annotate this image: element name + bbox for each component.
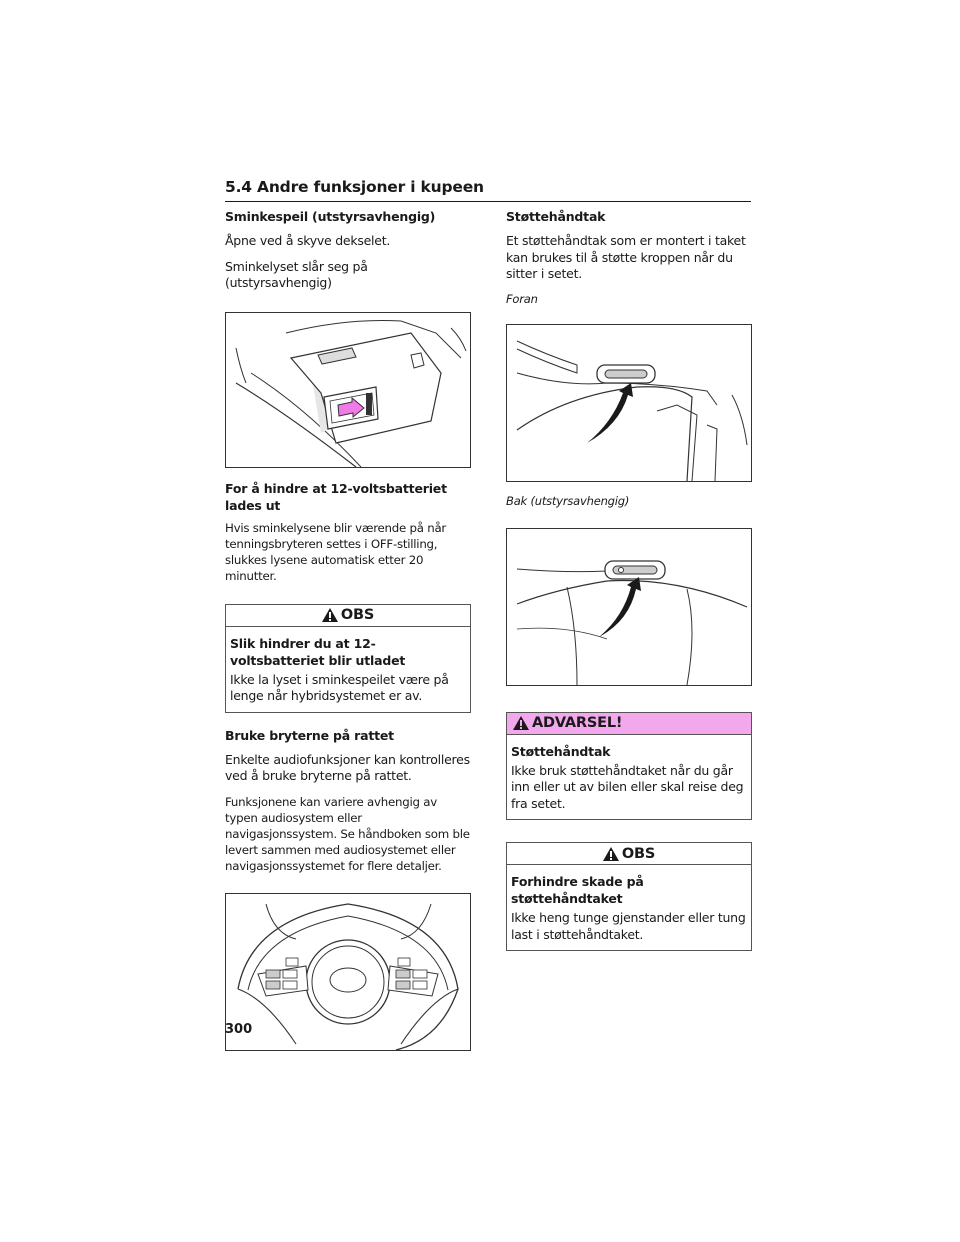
steering-heading: Bruke bryterne på rattet bbox=[225, 727, 394, 743]
warning-triangle-icon bbox=[321, 608, 338, 622]
obs-box-left-text: Ikke la lyset i sminkespeilet være på le… bbox=[230, 671, 449, 704]
steering-paragraph-2: Funksjonene kan variere avhengig av type… bbox=[225, 794, 470, 873]
section-rule bbox=[225, 201, 751, 202]
page-number: 300 bbox=[225, 1022, 253, 1037]
obs-box-right-body: Forhindre skade på støttehåndtaket Ikke … bbox=[507, 865, 751, 950]
warning-triangle-icon bbox=[602, 846, 619, 861]
warning-triangle-icon bbox=[513, 716, 529, 730]
vanity-paragraph-2: Sminkelyset slår seg på (utstyrsavhengig… bbox=[225, 258, 368, 291]
battery-paragraph: Hvis sminkelysene blir værende på når te… bbox=[225, 520, 447, 583]
steering-paragraph-1: Enkelte audiofunksjoner kan kontrolleres… bbox=[225, 751, 470, 784]
battery-heading: For å hindre at 12-voltsbatteriet lades … bbox=[225, 480, 447, 513]
warning-box-header: ADVARSEL! bbox=[507, 712, 751, 735]
obs-box-left-body: Slik hindrer du at 12-voltsbatteriet bli… bbox=[226, 627, 470, 712]
caption-rear: Bak (utstyrsavhengig) bbox=[506, 493, 630, 508]
obs-box-left-heading: Slik hindrer du at 12-voltsbatteriet bli… bbox=[230, 635, 406, 668]
obs-box-right-header: OBS bbox=[507, 843, 751, 865]
rear-grip-illustration bbox=[516, 559, 748, 685]
warning-box-text: Ikke bruk støttehåndtaket når du går inn… bbox=[511, 762, 744, 811]
obs-box-left-header: OBS bbox=[226, 605, 470, 627]
left-column: Sminkespeil (utstyrsavhengig) Åpne ved å… bbox=[225, 208, 471, 1063]
rear-grip-figure bbox=[506, 527, 752, 686]
warning-box-body: Støttehåndtak Ikke bruk støttehåndtaket … bbox=[507, 735, 751, 820]
front-grip-illustration bbox=[516, 340, 748, 481]
warning-box-heading: Støttehåndtak bbox=[511, 743, 611, 759]
obs-box-right: OBS Forhindre skade på støttehåndtaket I… bbox=[506, 842, 752, 951]
section-title: 5.4 Andre funksjoner i kupeen bbox=[225, 178, 484, 196]
vanity-heading: Sminkespeil (utstyrsavhengig) bbox=[225, 209, 436, 224]
obs-box-right-heading: Forhindre skade på støttehåndtaket bbox=[511, 874, 644, 906]
vanity-mirror-illustration bbox=[235, 319, 467, 467]
vanity-paragraph-1: Åpne ved å skyve dekselet. bbox=[225, 233, 391, 248]
steering-wheel-illustration bbox=[237, 902, 459, 1050]
section-header: 5.4 Andre funksjoner i kupeen bbox=[225, 178, 751, 202]
front-grip-figure bbox=[506, 323, 752, 482]
obs-box-right-label: OBS bbox=[621, 845, 656, 862]
grip-paragraph: Et støttehåndtak som er montert i taket … bbox=[506, 233, 746, 281]
warning-box: ADVARSEL! Støttehåndtak Ikke bruk støtte… bbox=[506, 711, 752, 820]
caption-front: Foran bbox=[506, 291, 538, 306]
grip-heading: Støttehåndtak bbox=[506, 209, 606, 224]
vanity-mirror-figure bbox=[225, 311, 471, 468]
right-column: Støttehåndtak Et støttehåndtak som er mo… bbox=[506, 208, 752, 951]
obs-box-right-text: Ikke heng tunge gjenstander eller tung l… bbox=[511, 910, 746, 942]
obs-box-left: OBS Slik hindrer du at 12-voltsbatteriet… bbox=[225, 603, 471, 713]
obs-box-left-label: OBS bbox=[340, 607, 375, 623]
steering-wheel-figure bbox=[225, 892, 471, 1051]
warning-box-label: ADVARSEL! bbox=[532, 715, 623, 731]
